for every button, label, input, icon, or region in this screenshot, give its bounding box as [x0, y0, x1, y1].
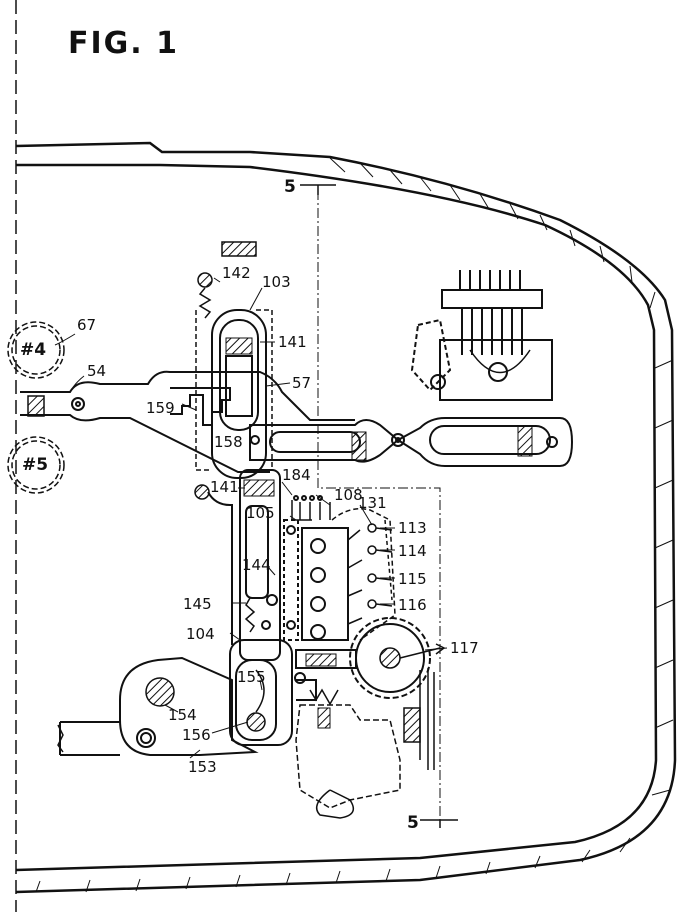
ref-54: 54: [87, 362, 106, 380]
housing-hatching: [35, 157, 674, 893]
ref-108: 108: [334, 486, 363, 504]
section-mark-bottom: 5: [407, 813, 419, 833]
ref-184: 184: [282, 466, 311, 484]
section-mark-top: 5: [284, 177, 296, 197]
slide-104: [194, 469, 293, 746]
ref-141-lower: 141: [210, 478, 239, 496]
wheel-5: [7, 436, 65, 494]
ref-115: 115: [398, 570, 427, 588]
ref-159: 159: [146, 399, 175, 417]
comb-assembly: [410, 270, 553, 401]
reference-numerals: 67 54 #4 #5 57 159 158 142 103 141 141 1…: [20, 264, 479, 776]
ref-142: 142: [222, 264, 251, 282]
cam-117: [294, 617, 446, 819]
ref-67: 67: [77, 316, 96, 334]
leader-lines: [54, 277, 448, 759]
ref-103: 103: [262, 273, 291, 291]
ref-117: 117: [450, 639, 479, 657]
link-rod: [249, 417, 574, 467]
housing-wall: [15, 141, 677, 894]
ref-104: 104: [186, 625, 215, 643]
ref-105: 105: [246, 504, 275, 522]
slide-103: [195, 241, 273, 479]
ref-wheel-4: #4: [20, 340, 46, 360]
ref-114: 114: [398, 542, 427, 560]
wheel-4: [7, 321, 65, 379]
ref-145: 145: [183, 595, 212, 613]
contact-block-108: [283, 495, 396, 641]
ref-116: 116: [398, 596, 427, 614]
ref-144: 144: [242, 556, 271, 574]
lever-57: [20, 370, 355, 473]
ref-153: 153: [188, 758, 217, 776]
ref-154: 154: [168, 706, 197, 724]
ref-141-upper: 141: [278, 333, 307, 351]
plate-153: [57, 656, 259, 756]
ref-155: 155: [237, 668, 266, 686]
section-line: [300, 184, 458, 828]
ref-113: 113: [398, 519, 427, 537]
ref-156: 156: [182, 726, 211, 744]
ref-57: 57: [292, 374, 311, 392]
ref-131: 131: [358, 494, 387, 512]
ref-158: 158: [214, 433, 243, 451]
contact-terminals: [367, 523, 393, 609]
ref-wheel-5: #5: [22, 455, 48, 475]
figure-title: FIG. 1: [68, 26, 179, 61]
